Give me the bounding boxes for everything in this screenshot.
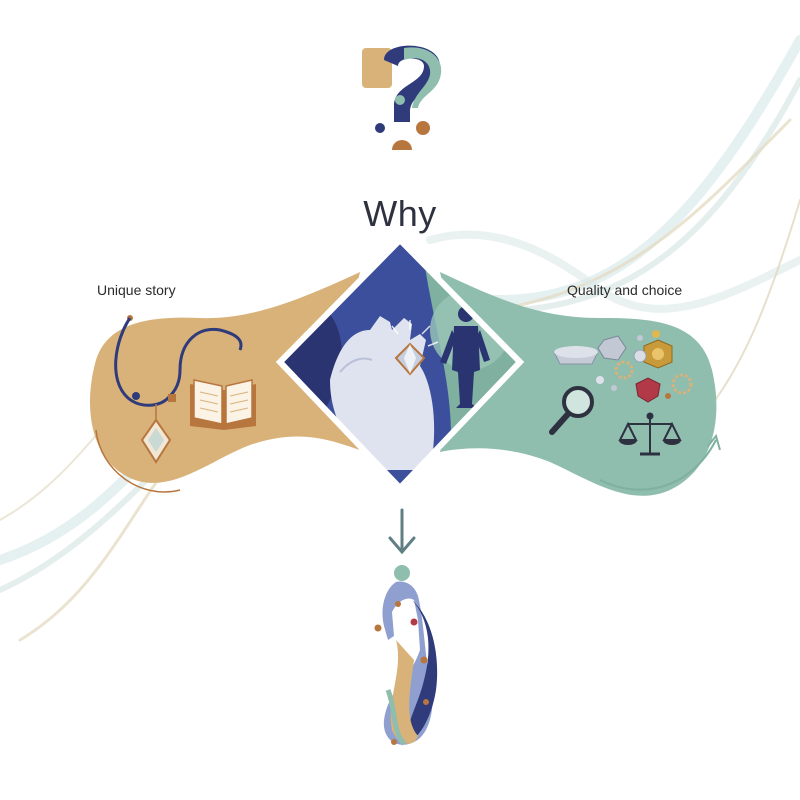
unique-story-label: Unique story <box>97 282 176 298</box>
question-mark-icon <box>362 45 442 150</box>
adorned-figure-icon <box>374 565 438 746</box>
necklace-icon <box>114 315 243 464</box>
quality-and-choice-label: Quality and choice <box>567 282 683 298</box>
curved-arrow-right <box>599 439 717 491</box>
balance-scale-icon <box>618 412 682 456</box>
gemstones-icon <box>553 330 693 403</box>
magnifier-icon <box>549 386 594 435</box>
down-arrow-icon <box>388 508 416 555</box>
central-diamond <box>275 235 525 493</box>
diagram-title: Why <box>363 193 437 234</box>
open-book-icon <box>190 379 256 430</box>
right-blob <box>440 272 717 496</box>
standing-person-icon <box>440 306 490 408</box>
curved-line-left <box>95 429 181 493</box>
hand-with-ring-icon <box>330 316 439 470</box>
